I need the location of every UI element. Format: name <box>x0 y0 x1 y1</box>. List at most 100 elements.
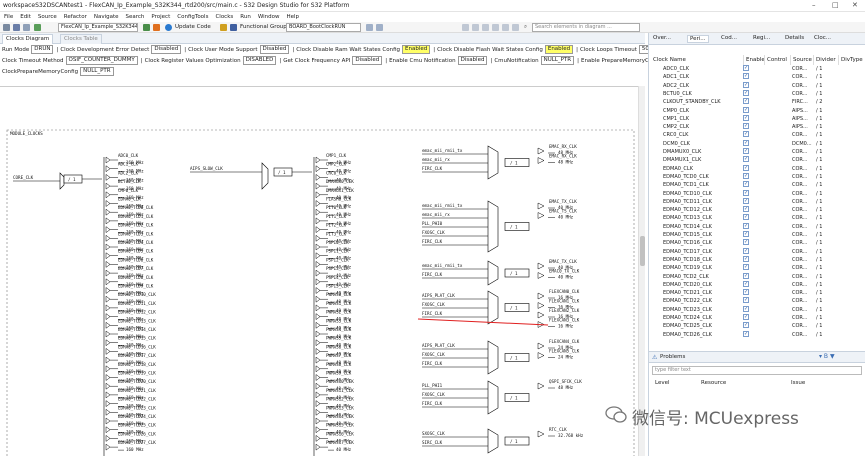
table-row[interactable]: CMP0_CLK✓AIPS.../ 1 <box>649 106 865 115</box>
mux-shape[interactable] <box>487 380 499 415</box>
remove-group-icon[interactable] <box>376 24 383 31</box>
divider-box[interactable] <box>504 303 530 312</box>
enable-checkbox[interactable]: ✓ <box>743 289 749 296</box>
right-tab[interactable]: Regi... <box>753 35 771 41</box>
setting-value-select[interactable]: OSIF_COUNTER_DUMMY <box>65 56 138 65</box>
enable-checkbox[interactable]: ✓ <box>743 156 749 163</box>
right-tab[interactable]: Cloc... <box>814 35 832 41</box>
table-row[interactable]: EDMA0_TCD10_CLK✓COR.../ 1 <box>649 189 865 198</box>
save-icon[interactable] <box>13 24 20 31</box>
new-icon[interactable] <box>3 24 10 31</box>
table-row[interactable]: CMP1_CLK✓AIPS.../ 1 <box>649 114 865 123</box>
menu-navigate[interactable]: Navigate <box>93 14 119 20</box>
enable-checkbox[interactable]: ✓ <box>743 164 749 171</box>
enable-checkbox[interactable]: ✓ <box>743 231 749 237</box>
mux-shape[interactable] <box>487 260 499 286</box>
table-row[interactable]: EDMA0_TCD20_CLK✓COR.../ 1 <box>649 280 865 289</box>
enable-checkbox[interactable]: ✓ <box>743 106 749 113</box>
setting-value-select[interactable]: Disabled <box>151 45 182 54</box>
zoom-icon[interactable] <box>462 24 469 31</box>
table-row[interactable]: DMAMUX1_CLK✓COR.../ 1 <box>649 156 865 164</box>
table-row[interactable]: EDMA0_TCD15_CLK✓COR.../ 1 <box>649 231 865 239</box>
enable-checkbox[interactable]: ✓ <box>743 264 749 271</box>
enable-checkbox[interactable]: ✓ <box>743 314 749 320</box>
refresh-icon[interactable] <box>512 24 519 31</box>
problems-tab[interactable]: Problems <box>660 354 686 360</box>
divider-box[interactable] <box>504 436 530 446</box>
setting-value-select[interactable]: Disabled <box>457 56 488 65</box>
enable-checkbox[interactable]: ✓ <box>743 255 749 262</box>
right-tab[interactable]: Over... <box>653 35 671 41</box>
enable-checkbox[interactable]: ✓ <box>743 189 749 196</box>
table-row[interactable]: EDMA0_TCD13_CLK✓COR.../ 1 <box>649 214 865 222</box>
menu-clocks[interactable]: Clocks <box>215 14 234 20</box>
enable-checkbox[interactable]: ✓ <box>743 272 749 279</box>
table-row[interactable]: EDMA0_TCD2_CLK✓COR.../ 1 <box>649 272 865 281</box>
tool-icon[interactable] <box>220 24 227 31</box>
enable-checkbox[interactable]: ✓ <box>743 297 749 304</box>
print-icon[interactable] <box>502 24 509 31</box>
enable-checkbox[interactable]: ✓ <box>743 139 749 146</box>
setting-value-select[interactable]: DISABLED <box>242 56 277 65</box>
table-row[interactable]: EDMA0_TCD11_CLK✓COR.../ 1 <box>649 197 865 206</box>
update-code-button[interactable]: Update Code <box>175 24 211 30</box>
minimize-icon[interactable]: – <box>812 1 816 9</box>
setting-value-select[interactable]: Disabled <box>259 45 290 54</box>
enable-checkbox[interactable]: ✓ <box>743 172 749 179</box>
table-row[interactable]: EDMA0_TCD0_CLK✓COR.../ 1 <box>649 172 865 181</box>
table-row[interactable]: EDMA0_TCD16_CLK✓COR.../ 1 <box>649 239 865 247</box>
table-row[interactable]: ADC1_CLK✓COR.../ 1 <box>649 73 865 81</box>
mux-shape[interactable] <box>487 340 499 375</box>
project-combo[interactable]: FlexCAN_Ip_Example_S32K344_r <box>58 23 138 32</box>
table-row[interactable]: CMP2_CLK✓AIPS.../ 1 <box>649 123 865 131</box>
right-tab[interactable]: Cod... <box>721 35 737 41</box>
problems-filter-input[interactable]: type filter text <box>652 366 862 375</box>
setting-value-select[interactable]: Disabled <box>352 56 383 65</box>
mux-shape[interactable] <box>487 200 499 253</box>
right-tab[interactable]: Details <box>785 35 805 41</box>
table-row[interactable]: EDMA0_TCD19_CLK✓COR.../ 1 <box>649 264 865 272</box>
fit-icon[interactable] <box>472 24 479 31</box>
enable-checkbox[interactable]: ✓ <box>743 89 749 96</box>
setting-value-select[interactable]: NULL_PTR <box>540 56 575 65</box>
table-row[interactable]: EDMA0_TCD25_CLK✓COR.../ 1 <box>649 322 865 330</box>
table-row[interactable]: CLKOUT_STANDBY_CLK✓FIRC.../ 2 <box>649 98 865 106</box>
scrollbar-thumb[interactable] <box>640 236 645 266</box>
mux-shape[interactable] <box>487 428 499 454</box>
table-row[interactable]: EDMA0_TCD23_CLK✓COR.../ 1 <box>649 305 865 314</box>
enable-checkbox[interactable]: ✓ <box>743 98 749 105</box>
table-row[interactable]: EDMA0_TCD26_CLK✓COR.../ 1 <box>649 330 865 339</box>
table-row[interactable]: EDMA0_CLK✓COR.../ 1 <box>649 164 865 173</box>
divider-box[interactable] <box>504 158 530 167</box>
enable-checkbox[interactable]: ✓ <box>743 206 749 213</box>
enable-checkbox[interactable]: ✓ <box>743 148 749 154</box>
enable-checkbox[interactable]: ✓ <box>743 222 749 229</box>
table-row[interactable]: EDMA0_TCD17_CLK✓COR.../ 1 <box>649 247 865 256</box>
table-row[interactable]: DCM0_CLK✓DCM0.../ 1 <box>649 139 865 148</box>
menu-file[interactable]: File <box>4 14 14 20</box>
setting-value-select[interactable]: DRUN <box>31 45 54 54</box>
table-row[interactable]: DMAMUX0_CLK✓COR.../ 1 <box>649 148 865 156</box>
debug-icon[interactable] <box>153 24 160 31</box>
setting-value-select[interactable]: Enabled <box>544 45 574 54</box>
enable-checkbox[interactable]: ✓ <box>743 65 749 71</box>
table-row[interactable]: EDMA0_TCD1_CLK✓COR.../ 1 <box>649 181 865 189</box>
divider-box[interactable] <box>504 268 530 278</box>
table-row[interactable]: ADC2_CLK✓COR.../ 1 <box>649 81 865 90</box>
enable-checkbox[interactable]: ✓ <box>743 239 749 246</box>
enable-checkbox[interactable]: ✓ <box>743 322 749 329</box>
menu-source[interactable]: Source <box>37 14 57 20</box>
enable-checkbox[interactable]: ✓ <box>743 81 749 88</box>
functional-group-select[interactable]: BOARD_BootClockRUN <box>286 23 361 32</box>
filter-icon[interactable]: ▾ B ▼ <box>819 353 835 360</box>
table-row[interactable]: EDMA0_TCD12_CLK✓COR.../ 1 <box>649 206 865 214</box>
enable-checkbox[interactable]: ✓ <box>743 197 749 204</box>
mux-shape[interactable] <box>487 145 499 180</box>
enable-checkbox[interactable]: ✓ <box>743 114 749 121</box>
divider-box[interactable] <box>504 222 530 231</box>
enable-checkbox[interactable]: ✓ <box>743 280 749 287</box>
enable-checkbox[interactable]: ✓ <box>743 181 749 188</box>
menu-search[interactable]: Search <box>125 14 145 20</box>
table-row[interactable]: EDMA0_TCD22_CLK✓COR.../ 1 <box>649 297 865 305</box>
